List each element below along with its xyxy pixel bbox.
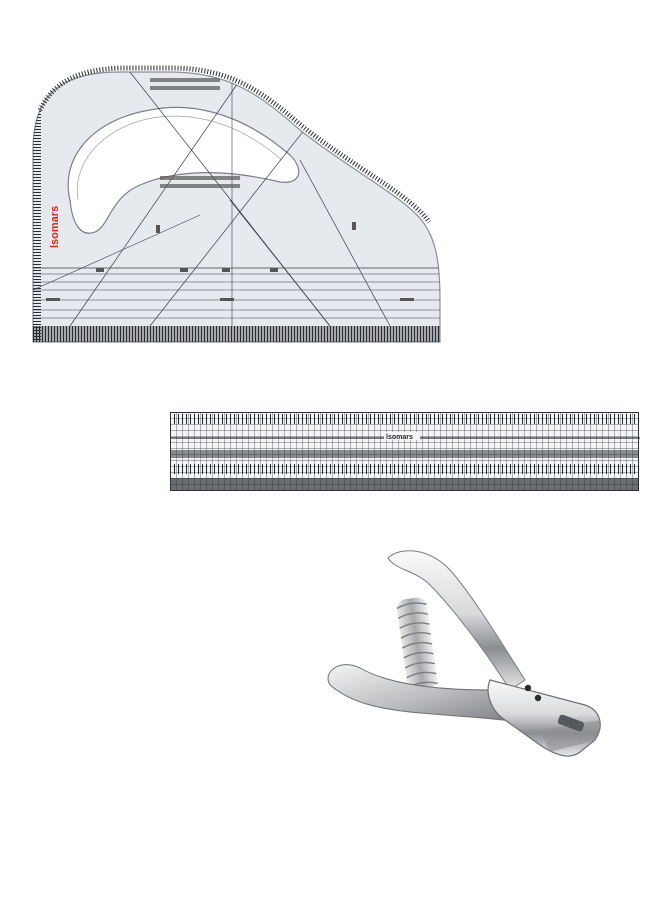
punch-pin-hole: [534, 694, 542, 702]
curve-ruler-brand-text: lsomars: [49, 206, 61, 248]
punch-spring: [396, 597, 438, 691]
straight-ruler-brand-text: lsomars: [386, 434, 413, 441]
punch-pin-hole: [524, 684, 532, 692]
straight-ruler: lsomars: [170, 412, 640, 491]
hole-punch-icon: [327, 550, 601, 757]
curve-ruler-body: lsomars: [32, 65, 441, 343]
punch-upper-handle: [387, 550, 526, 691]
punch-head: [487, 679, 601, 757]
